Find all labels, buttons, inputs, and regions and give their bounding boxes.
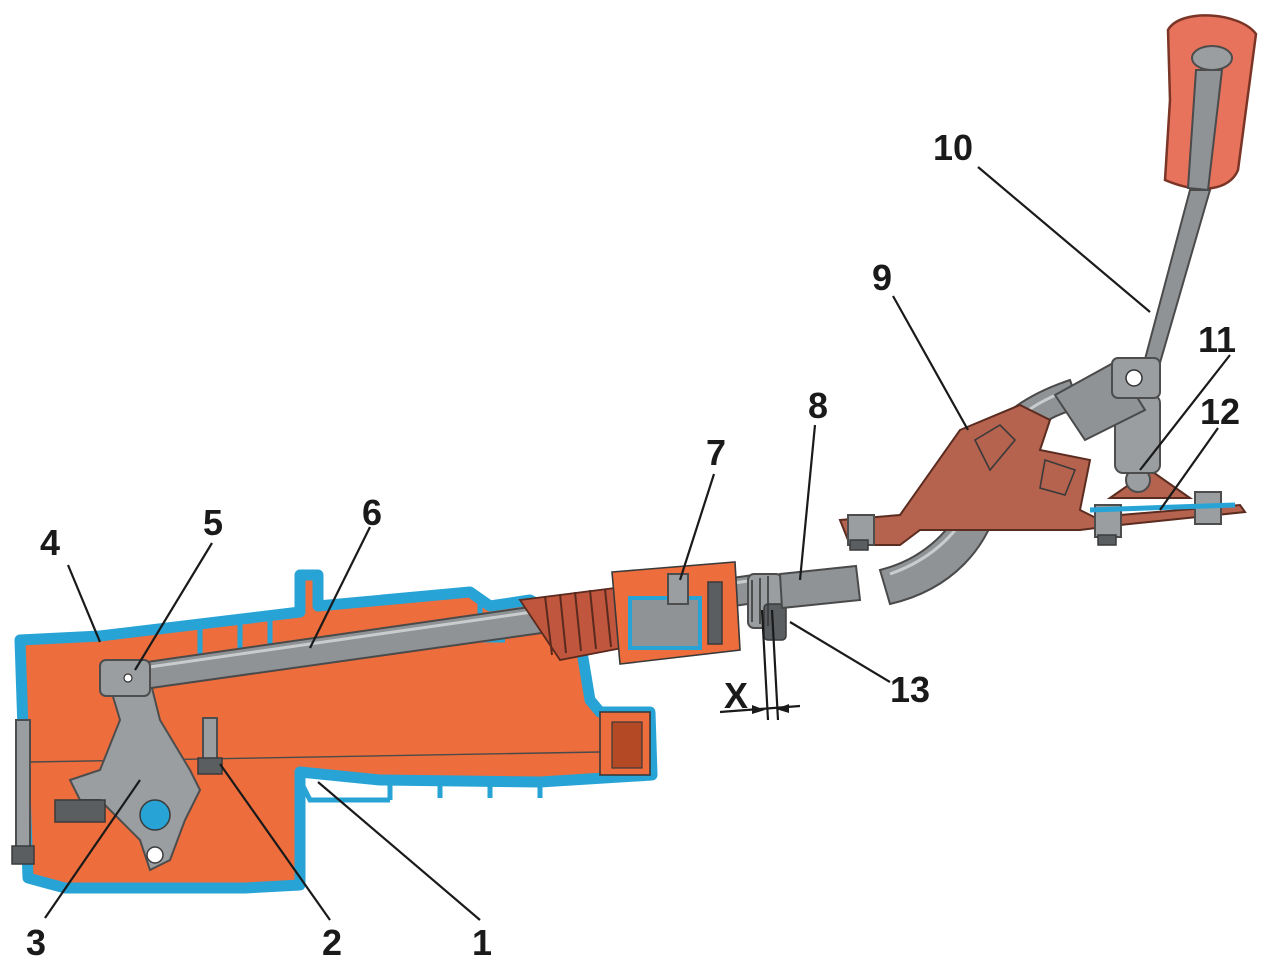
gap-dimension: X <box>719 609 801 721</box>
callout-7: 7 <box>706 432 726 473</box>
gear-lever <box>1053 14 1258 442</box>
callout-3: 3 <box>26 922 46 963</box>
callout-10: 10 <box>933 127 973 168</box>
selector-mechanism <box>54 679 223 872</box>
callout-12: 12 <box>1200 391 1240 432</box>
clamp <box>747 573 787 641</box>
callout-13: 13 <box>890 669 930 710</box>
callout-4: 4 <box>40 522 60 563</box>
callout-5: 5 <box>203 502 223 543</box>
gap-label: X <box>724 675 748 716</box>
callout-6: 6 <box>362 492 382 533</box>
callout-2: 2 <box>322 922 342 963</box>
callout-labels: 1 2 3 4 5 6 7 8 9 10 11 12 13 <box>26 127 1240 963</box>
callout-1: 1 <box>472 922 492 963</box>
callout-9: 9 <box>872 257 892 298</box>
callout-11: 11 <box>1198 319 1236 360</box>
lever-bracket <box>838 403 1247 551</box>
leader-lines <box>44 166 1231 921</box>
callout-8: 8 <box>808 385 828 426</box>
rod-coupling <box>611 561 741 665</box>
